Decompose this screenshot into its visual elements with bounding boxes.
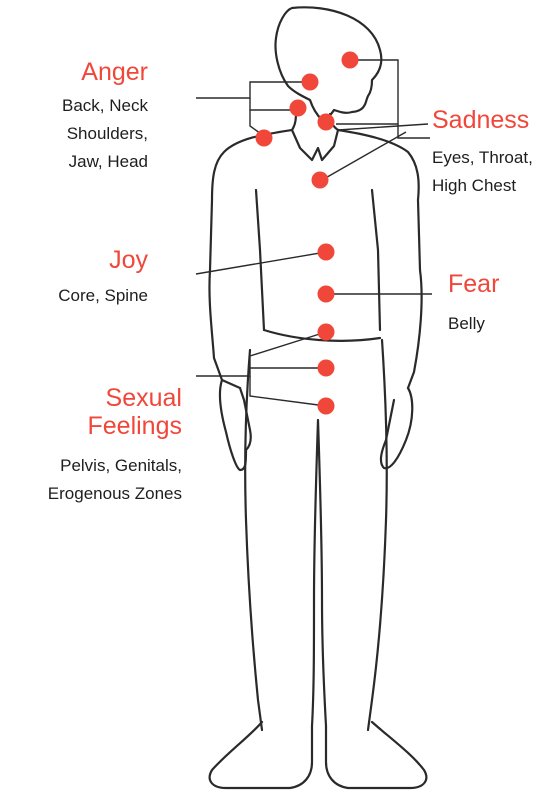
dot-head (342, 52, 359, 69)
body-part-line: High Chest (432, 172, 533, 200)
emotion-title-fear: Fear (448, 270, 499, 298)
body-part-line: Back, Neck (62, 92, 148, 120)
left-shoe (210, 722, 312, 788)
body-parts-sadness: Eyes, Throat, High Chest (432, 144, 533, 200)
body-part-line: Belly (448, 310, 485, 338)
dot-throat (318, 114, 335, 131)
emotion-title-sexual-feelings: Sexual Feelings (88, 384, 183, 440)
emotion-title-line: Feelings (88, 412, 183, 440)
dot-shoulder (256, 130, 273, 147)
dot-genitals (318, 398, 335, 415)
right-shoe (326, 722, 426, 788)
dot-pelvis (318, 360, 335, 377)
emotion-dots (256, 52, 359, 415)
body-parts-joy: Core, Spine (58, 282, 148, 310)
dot-neck (290, 100, 307, 117)
dot-core (318, 244, 335, 261)
body-part-line: Erogenous Zones (48, 480, 182, 508)
body-part-line: Eyes, Throat, (432, 144, 533, 172)
dot-belly (318, 286, 335, 303)
emotion-title-sadness: Sadness (432, 106, 529, 134)
body-part-line: Pelvis, Genitals, (48, 452, 182, 480)
body-parts-anger: Back, Neck Shoulders, Jaw, Head (62, 92, 148, 176)
torso-outline (209, 130, 421, 388)
emotion-title-joy: Joy (109, 246, 148, 274)
leader-lines (196, 60, 432, 406)
dot-high-chest (312, 172, 329, 189)
emotion-title-anger: Anger (81, 58, 148, 86)
body-part-line: Core, Spine (58, 282, 148, 310)
dot-lower-belly (318, 324, 335, 341)
dot-jaw (302, 74, 319, 91)
body-part-line: Jaw, Head (62, 148, 148, 176)
collar-outline (292, 130, 338, 160)
body-part-line: Shoulders, (62, 120, 148, 148)
body-parts-sexual-feelings: Pelvis, Genitals, Erogenous Zones (48, 452, 182, 508)
body-parts-fear: Belly (448, 310, 485, 338)
emotion-title-line: Sexual (88, 384, 183, 412)
